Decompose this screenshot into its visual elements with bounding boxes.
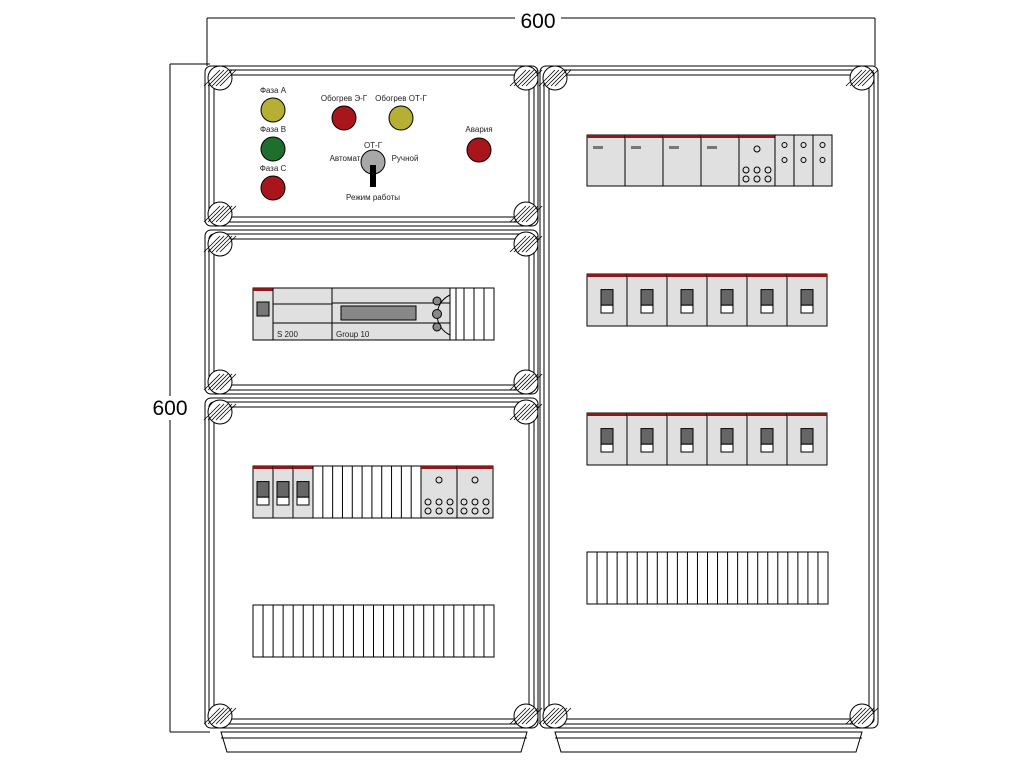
circuit-breaker bbox=[272, 465, 294, 519]
relay-module bbox=[738, 134, 776, 187]
heat-otg-label: Обогрев ОТ-Г bbox=[375, 94, 427, 103]
screw-icon bbox=[538, 703, 572, 729]
controller-label-right: Group 10 bbox=[336, 330, 370, 339]
terminal-fuse bbox=[793, 134, 814, 187]
modular-contactor bbox=[700, 134, 740, 187]
screw-icon bbox=[509, 399, 543, 425]
phase-a-lamp bbox=[260, 97, 286, 123]
phase-c-lamp bbox=[260, 175, 286, 201]
phase-b-label: Фаза B bbox=[260, 125, 286, 134]
circuit-breaker bbox=[706, 412, 748, 466]
screws bbox=[203, 65, 879, 729]
control-panel: Фаза A Фаза B Фаза C Обогрев Э-Г Обогрев… bbox=[260, 86, 493, 202]
switch-left-label: Автомат bbox=[330, 154, 361, 163]
screw-icon bbox=[845, 65, 879, 91]
screw-icon bbox=[203, 369, 237, 395]
circuit-breaker bbox=[626, 412, 668, 466]
switch-caption: Режим работы bbox=[346, 193, 400, 202]
controller-label-left: S 200 bbox=[277, 330, 298, 339]
circuit-breaker bbox=[586, 412, 628, 466]
screw-icon bbox=[509, 231, 543, 257]
phase-b-lamp bbox=[260, 136, 286, 162]
circuit-breaker bbox=[666, 412, 708, 466]
screw-icon bbox=[845, 703, 879, 729]
circuit-breaker bbox=[786, 273, 828, 327]
cabinet-foot bbox=[554, 731, 863, 753]
terminal-block bbox=[252, 604, 495, 658]
screw-icon bbox=[203, 65, 237, 91]
width-dimension-label: 600 bbox=[520, 10, 555, 33]
screw-icon bbox=[509, 201, 543, 227]
cabinet-foot bbox=[220, 731, 528, 753]
modular-contactor bbox=[624, 134, 664, 187]
terminal-fuse bbox=[812, 134, 833, 187]
circuit-breaker bbox=[706, 273, 748, 327]
controller-unit: S 200 Group 10 bbox=[252, 287, 495, 341]
alarm-label: Авария bbox=[465, 125, 492, 134]
circuit-breaker bbox=[252, 465, 274, 519]
phase-c-label: Фаза C bbox=[260, 164, 287, 173]
circuit-breaker bbox=[746, 412, 788, 466]
screw-icon bbox=[509, 369, 543, 395]
circuit-breaker bbox=[746, 273, 788, 327]
circuit-breaker bbox=[666, 273, 708, 327]
circuit-breaker bbox=[626, 273, 668, 327]
circuit-breaker bbox=[292, 465, 314, 519]
terminal-block bbox=[312, 465, 422, 519]
enclosure-control-section bbox=[204, 65, 539, 227]
height-dimension-label: 600 bbox=[152, 397, 187, 420]
relay-module bbox=[420, 465, 458, 519]
screw-icon bbox=[538, 65, 572, 91]
alarm-lamp bbox=[466, 137, 492, 163]
screw-icon bbox=[203, 201, 237, 227]
mode-selector-switch[interactable] bbox=[360, 149, 386, 187]
heat-otg-lamp bbox=[388, 105, 414, 131]
screw-icon bbox=[203, 399, 237, 425]
terminal-fuse bbox=[774, 134, 795, 187]
screw-icon bbox=[509, 703, 543, 729]
screw-icon bbox=[509, 65, 543, 91]
modular-contactor bbox=[662, 134, 702, 187]
circuit-breaker bbox=[586, 273, 628, 327]
enclosure-lower-left-section bbox=[204, 397, 539, 729]
screw-icon bbox=[203, 703, 237, 729]
heat-eg-lamp bbox=[331, 105, 357, 131]
terminal-block bbox=[586, 551, 829, 605]
circuit-breaker bbox=[786, 412, 828, 466]
phase-a-label: Фаза A bbox=[260, 86, 287, 95]
screw-icon bbox=[203, 231, 237, 257]
switch-top-label: ОТ-Г bbox=[364, 141, 383, 150]
switch-right-label: Ручной bbox=[392, 154, 419, 163]
modular-contactor bbox=[586, 134, 626, 187]
relay-module bbox=[456, 465, 494, 519]
heat-eg-label: Обогрев Э-Г bbox=[321, 94, 368, 103]
din-rail-modules bbox=[252, 134, 833, 658]
